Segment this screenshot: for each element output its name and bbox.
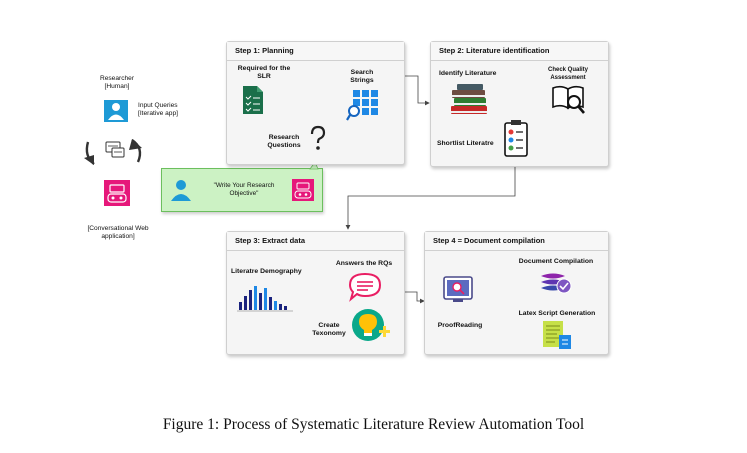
researcher-icon bbox=[104, 100, 128, 122]
step2-literature-identification-box: Step 2: Literature identification Identi… bbox=[430, 41, 609, 167]
step4-document-compilation-box: Step 4 = Document compilation ProofReadi… bbox=[424, 231, 609, 355]
search-strings-label: Search Strings bbox=[350, 69, 374, 84]
book-magnifier-icon bbox=[552, 85, 585, 114]
input-queries-label: Input Queries [Iterative app] bbox=[138, 102, 178, 117]
script-document-icon bbox=[543, 321, 571, 349]
bot-icon bbox=[292, 179, 314, 201]
step3-extract-data-box: Step 3: Extract data Literatre Demograph… bbox=[226, 231, 405, 355]
literature-demography-label: Literatre Demography bbox=[231, 268, 302, 275]
search-grid-icon bbox=[346, 90, 378, 121]
speech-bubble-icon bbox=[348, 272, 382, 302]
identify-literature-label: Identify Literature bbox=[439, 70, 497, 77]
proofreading-label: ProofReading bbox=[437, 322, 483, 329]
figure-caption: Figure 1: Process of Systematic Literatu… bbox=[162, 416, 585, 433]
prompt-tail bbox=[309, 161, 319, 170]
step2-title: Step 2: Literature identification bbox=[431, 42, 608, 61]
check-quality-label: Check Quality Assessment bbox=[547, 67, 588, 81]
researcher-label: Researcher [Human] bbox=[99, 75, 135, 90]
bar-chart-icon bbox=[237, 286, 293, 312]
latex-script-generation-label: Latex Script Generation bbox=[518, 310, 596, 317]
question-mark-icon bbox=[310, 125, 326, 150]
step1-planning-box: Step 1: Planning Required for the SLR Se… bbox=[226, 41, 405, 165]
web-app-bot-icon bbox=[104, 180, 130, 206]
layers-check-icon bbox=[541, 273, 572, 294]
step4-title: Step 4 = Document compilation bbox=[425, 232, 608, 251]
step3-title: Step 3: Extract data bbox=[227, 232, 404, 251]
checklist-document-icon bbox=[243, 86, 263, 114]
web-app-label: [Conversational Web application] bbox=[87, 225, 149, 240]
research-questions-label: Research Questions bbox=[267, 134, 301, 149]
clipboard-candidates-icon bbox=[504, 120, 528, 157]
lightbulb-icon bbox=[352, 309, 390, 341]
answers-rqs-label: Answers the RQs bbox=[335, 260, 393, 267]
research-objective-prompt: "Write Your Research Objective" bbox=[161, 168, 323, 212]
create-taxonomy-label: Create Texonomy bbox=[312, 322, 346, 337]
conversation-icon bbox=[84, 139, 142, 165]
document-compilation-label: Document Compilation bbox=[518, 258, 594, 265]
user-icon bbox=[171, 180, 191, 201]
prompt-text: "Write Your Research Objective" bbox=[213, 182, 275, 197]
shortlist-literature-label: Shortlist Literatre bbox=[437, 140, 494, 147]
required-for-slr-label: Required for the SLR bbox=[237, 65, 291, 80]
step1-title: Step 1: Planning bbox=[227, 42, 404, 61]
books-stack-icon bbox=[451, 84, 487, 114]
proofreading-monitor-icon bbox=[443, 276, 473, 302]
